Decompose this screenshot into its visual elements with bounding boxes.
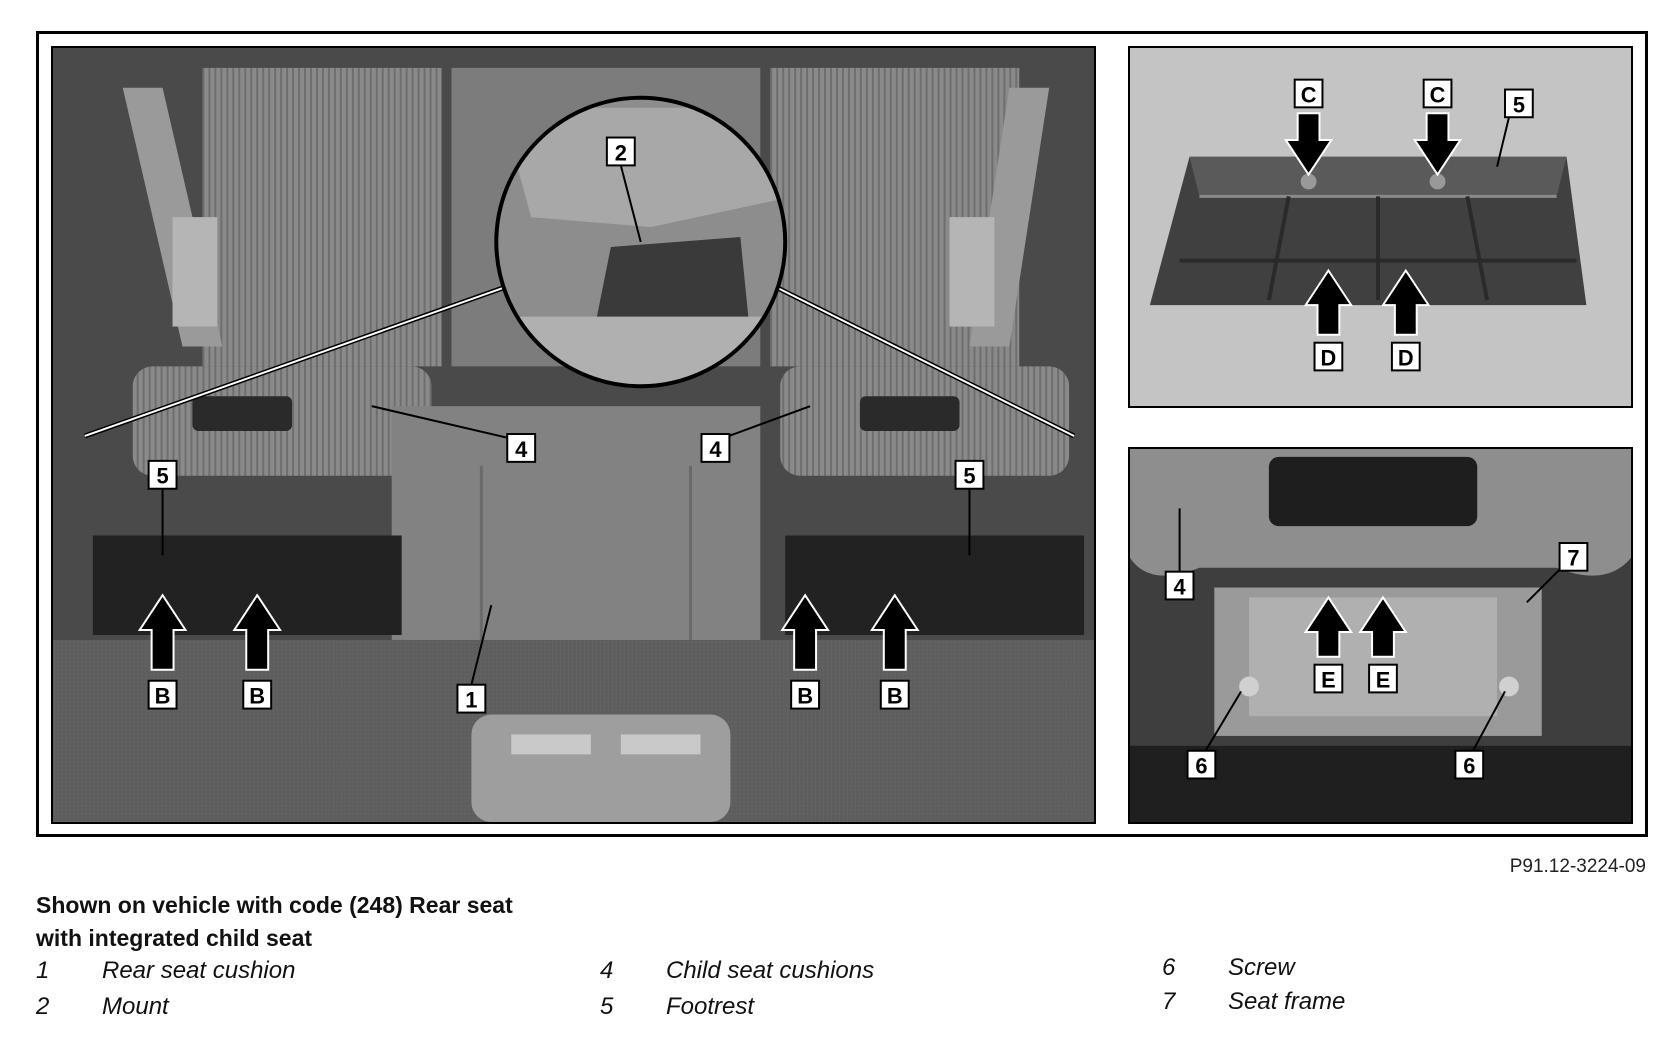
arrow-label: B — [887, 684, 903, 709]
legend-item: 5 Footrest — [600, 993, 754, 1021]
callout-label: 6 — [1195, 754, 1207, 779]
callout-label: 5 — [963, 464, 975, 489]
arrow-e-1: E — [1303, 595, 1354, 694]
arrow-b-4: B — [870, 593, 920, 710]
arrow-e-2: E — [1358, 595, 1408, 694]
callout-6a: 6 — [1186, 749, 1217, 780]
legend-item: 6 Screw — [1162, 954, 1295, 982]
arrow-d-1: D — [1303, 268, 1354, 372]
arrow-label: D — [1398, 345, 1414, 370]
arrow-label: B — [249, 684, 265, 709]
main-photo: 2 4 4 5 5 1 — [51, 46, 1096, 824]
figure-frame: 2 4 4 5 5 1 — [36, 31, 1648, 837]
callout-label: 4 — [1174, 574, 1186, 599]
callout-2: 2 — [605, 136, 636, 167]
callout-4a: 4 — [506, 433, 537, 463]
arrow-label: E — [1321, 667, 1336, 692]
seat-frame-photo: 4 7 6 6 E E — [1128, 447, 1633, 824]
footrest-underside-photo: 5 C C D D — [1128, 46, 1633, 408]
arrow-label: E — [1376, 667, 1391, 692]
reference-code: P91.12-3224-09 — [1509, 856, 1646, 877]
arrow-label: B — [155, 684, 171, 709]
callout-label: 1 — [465, 688, 477, 713]
legend-text: Screw — [1228, 954, 1295, 981]
callout-5-topright: 5 — [1504, 88, 1534, 119]
legend-item: 1 Rear seat cushion — [36, 957, 295, 985]
legend-item: 2 Mount — [36, 993, 169, 1021]
callout-label: 5 — [156, 464, 168, 489]
callout-label: 2 — [615, 140, 627, 165]
callout-5a: 5 — [147, 459, 178, 490]
arrow-label: C — [1430, 82, 1446, 107]
arrow-label: B — [797, 684, 813, 709]
arrow-b-3: B — [780, 593, 830, 710]
legend-number: 2 — [36, 993, 50, 1020]
arrow-c-2: C — [1412, 78, 1463, 177]
callout-label: 4 — [709, 437, 722, 462]
legend-text: Footrest — [666, 993, 755, 1020]
callout-label: 6 — [1463, 754, 1475, 779]
callout-4b: 4 — [700, 433, 731, 463]
callout-label: 4 — [515, 437, 528, 462]
arrow-b-2: B — [232, 593, 282, 710]
callout-label: 7 — [1567, 546, 1579, 571]
arrow-b-1: B — [137, 593, 188, 710]
legend-item: 4 Child seat cushions — [600, 957, 874, 985]
legend-number: 4 — [600, 957, 614, 984]
legend-caption: Shown on vehicle with code (248) Rear se… — [36, 892, 513, 951]
arrow-c-1: C — [1283, 78, 1334, 177]
legend-text: Rear seat cushion — [102, 957, 296, 984]
arrow-d-2: D — [1381, 268, 1431, 372]
arrow-label: D — [1321, 345, 1337, 370]
callout-label: 5 — [1513, 92, 1525, 117]
legend-number: 1 — [36, 957, 50, 984]
legend-number: 7 — [1162, 988, 1176, 1015]
callout-4-bottomright: 4 — [1164, 570, 1195, 601]
legend-number: 5 — [600, 993, 614, 1020]
legend-item: 7 Seat frame — [1162, 988, 1345, 1016]
legend-text: Child seat cushions — [666, 957, 875, 984]
arrow-label: C — [1301, 82, 1317, 107]
legend-text: Mount — [102, 993, 169, 1020]
legend-number: 6 — [1162, 954, 1176, 981]
callout-1: 1 — [456, 683, 487, 714]
callout-5b: 5 — [954, 459, 985, 490]
callout-7: 7 — [1558, 542, 1589, 572]
callout-6b: 6 — [1454, 749, 1485, 780]
legend-text: Seat frame — [1228, 988, 1346, 1015]
